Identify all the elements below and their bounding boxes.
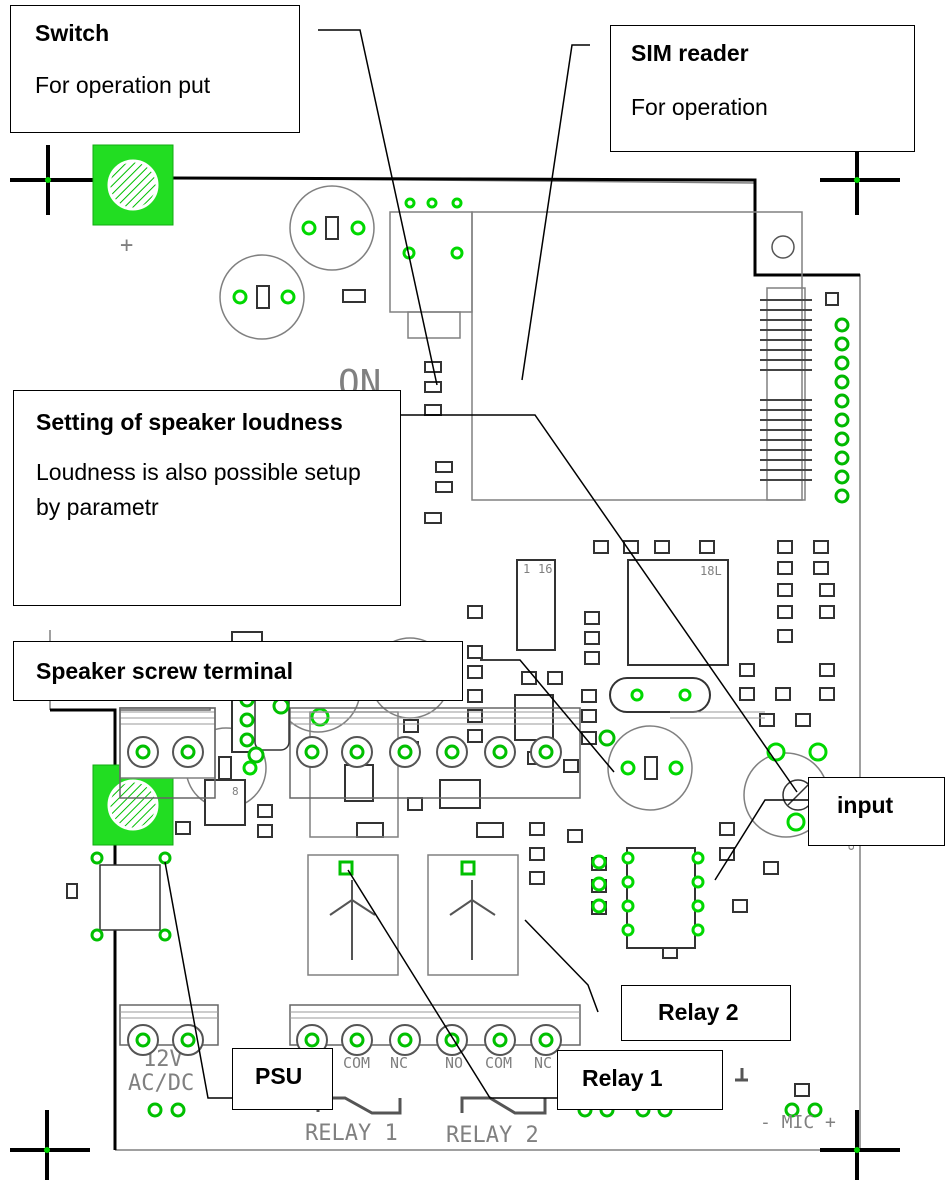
board-edge-thick (50, 176, 860, 1150)
ic1-pin16-label: 16 (538, 562, 552, 576)
relay1-label: RELAY 1 (305, 1121, 398, 1146)
power-pad-plus (92, 144, 174, 226)
input-callout: input (808, 777, 945, 846)
switch-title: Switch (35, 20, 110, 46)
bridge-rectifier (99, 864, 161, 931)
ic-18pin (627, 559, 729, 666)
sim-reader-title: SIM reader (631, 40, 749, 66)
relay-outline (307, 711, 519, 976)
sim-connector-pins (760, 299, 812, 481)
relay2-callout: Relay 2 (621, 985, 791, 1041)
ic2-label: 18L (700, 564, 722, 578)
ic1-pin1-label: 1 (523, 562, 530, 576)
mic-label: - MIC + (760, 1112, 836, 1133)
mic-pads (147, 697, 823, 1118)
switch-callout: Switch For operation put (10, 5, 300, 133)
speaker-loudness-title: Setting of speaker loudness (36, 409, 343, 435)
relay1-nc-label: NC (390, 1054, 408, 1072)
speaker-terminal-callout: Speaker screw terminal (13, 641, 463, 701)
bottom-terminals (119, 1004, 765, 1056)
relay1-callout-box: Relay 1 (557, 1050, 723, 1110)
input-title: input (837, 792, 894, 818)
plus-label: + (120, 233, 133, 258)
leader-lines (164, 29, 808, 1099)
speaker-terminal-title: Speaker screw terminal (36, 658, 293, 684)
speaker-loudness-desc: Loudness is also possible setup by param… (36, 458, 361, 521)
sim-reader-outline (389, 211, 806, 501)
relay1-title: Relay 1 (582, 1065, 663, 1091)
relay2-com-label: COM (485, 1054, 512, 1072)
relay1-com-label: COM (343, 1054, 370, 1072)
speaker-loudness-callout: Setting of speaker loudness Loudness is … (13, 390, 401, 606)
sim-reader-desc: For operation (631, 94, 768, 121)
header-pins (834, 317, 850, 504)
relay2-label: RELAY 2 (446, 1123, 539, 1148)
psu-title: PSU (255, 1063, 303, 1089)
crystal (609, 677, 711, 713)
terminal-screws (127, 736, 562, 768)
sim-reader-callout: SIM reader For operation (610, 25, 915, 152)
relay2-no-label: NO (445, 1054, 463, 1072)
switch-desc: For operation put (35, 72, 211, 99)
relay2-title: Relay 2 (658, 999, 739, 1025)
psu-acdc-label: AC/DC (128, 1071, 194, 1096)
diode (344, 764, 481, 809)
ic-dip (626, 847, 696, 949)
ic3-label: 8 (232, 785, 239, 798)
psu-callout: PSU (232, 1048, 333, 1110)
relay2-nc-label: NC (534, 1054, 552, 1072)
terminal-outline (119, 707, 581, 799)
ic-16pin (516, 559, 556, 651)
